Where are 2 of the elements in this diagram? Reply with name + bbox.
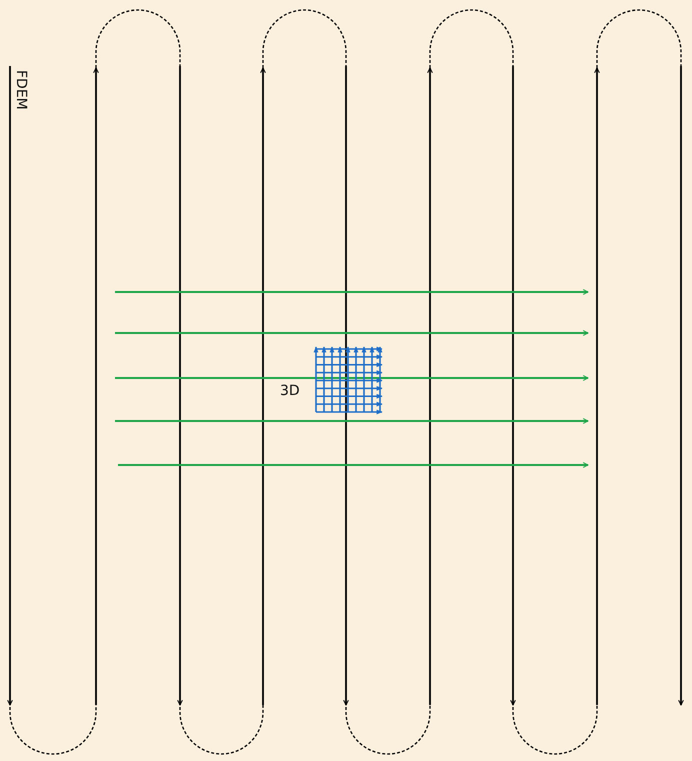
method-label: FDEM xyxy=(14,70,28,110)
grid-label: 3D xyxy=(280,384,300,398)
